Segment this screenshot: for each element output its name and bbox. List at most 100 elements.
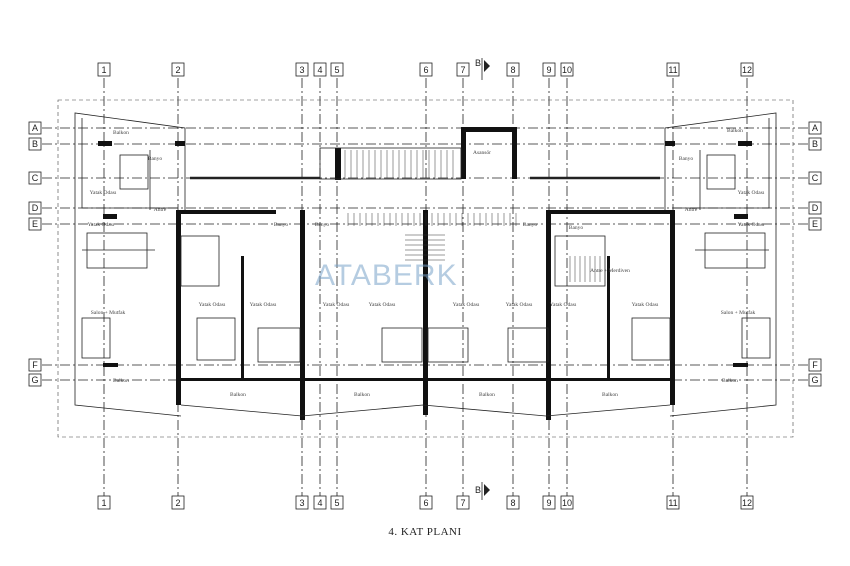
grid-bubble-row xyxy=(28,201,42,215)
grid-bubble-col xyxy=(506,62,520,77)
grid-col-label: 8 xyxy=(510,498,515,508)
grid-bubble-row xyxy=(808,171,822,185)
room-label: Balkon xyxy=(230,392,246,398)
grid-bubble-row xyxy=(808,358,822,372)
grid-row-label: E xyxy=(812,219,818,229)
grid-bubble-row xyxy=(808,201,822,215)
grid-bubble-col xyxy=(740,495,754,510)
grid-row-label: D xyxy=(32,203,39,213)
plan-title: 4. KAT PLANI xyxy=(388,526,462,538)
grid-col-label: 3 xyxy=(299,498,304,508)
grid-col-label: 5 xyxy=(334,498,339,508)
section-label-bottom: B xyxy=(475,485,481,495)
grid-bubble-col xyxy=(666,495,680,510)
grid-bubble-col xyxy=(506,495,520,510)
grid-row-label: F xyxy=(812,360,818,370)
grid-col-label: 5 xyxy=(334,65,339,75)
room-label: Yatak Odası xyxy=(506,302,533,308)
grid-bubble-col xyxy=(542,495,556,510)
grid-bubble-row xyxy=(808,217,822,231)
grid-col-label: 11 xyxy=(668,65,677,75)
grid-bubble-col xyxy=(97,62,111,77)
room-label: Balkon xyxy=(727,128,743,134)
grid-bubble-col xyxy=(666,62,680,77)
room-label: Balkon xyxy=(113,378,129,384)
grid-col-label: 6 xyxy=(423,65,428,75)
grid-row-label: A xyxy=(32,123,38,133)
grid-col-label: 4 xyxy=(317,65,322,75)
grid-col-label: 6 xyxy=(423,498,428,508)
grid-bubble-row xyxy=(808,137,822,151)
room-label: Banyo xyxy=(274,222,289,228)
staircase xyxy=(344,150,601,282)
grid-row-label: B xyxy=(32,139,38,149)
grid-col-label: 12 xyxy=(742,498,752,508)
grid-bubble-col xyxy=(171,495,185,510)
grid-col-label: 10 xyxy=(562,65,572,75)
grid-row-label: E xyxy=(32,219,38,229)
grid-bubble-row xyxy=(28,373,42,387)
room-label: Yatak Odası xyxy=(453,302,480,308)
room-label: Balkon xyxy=(113,130,129,136)
grid-row-label: C xyxy=(812,173,819,183)
room-label: Antre xyxy=(685,207,698,213)
grid-bubble-row xyxy=(28,217,42,231)
grid-bubble-row xyxy=(808,373,822,387)
room-label: Salon + Mutfak xyxy=(721,309,756,316)
room-label: Balkon xyxy=(354,392,370,398)
grid-row-label: G xyxy=(811,375,818,385)
room-label: Balkon xyxy=(722,378,738,384)
grid-row-label: B xyxy=(812,139,818,149)
grid-col-label: 9 xyxy=(546,65,551,75)
grid-col-label: 4 xyxy=(317,498,322,508)
room-label: Salon + Mutfak xyxy=(91,309,126,316)
room-label: Yatak Odası xyxy=(738,190,765,196)
grid-bubble-col xyxy=(313,495,327,510)
grid-bubble-row xyxy=(28,358,42,372)
grid-bubble-col xyxy=(456,62,470,77)
section-marker-bottom: B xyxy=(475,482,490,500)
grid-row-label: G xyxy=(31,375,38,385)
grid-row-label: F xyxy=(32,360,38,370)
grid-bubble-col xyxy=(419,62,433,77)
grid-col-label: 2 xyxy=(175,498,180,508)
grid-bubble-col xyxy=(560,62,574,77)
walls xyxy=(74,112,777,420)
grid-bubble-col xyxy=(171,62,185,77)
room-label: Balkon xyxy=(479,392,495,398)
grid-bubble-col xyxy=(419,495,433,510)
room-label: Yatak Odası xyxy=(550,302,577,308)
room-label: Banyo xyxy=(679,156,694,162)
room-label: Yatak Odası xyxy=(250,302,277,308)
grid-bubble-row xyxy=(28,137,42,151)
grid-row-label: D xyxy=(812,203,819,213)
grid-col-label: 9 xyxy=(546,498,551,508)
grid-col-label: 1 xyxy=(101,65,106,75)
grid-bubble-col xyxy=(97,495,111,510)
room-label: Banyo xyxy=(148,156,163,162)
room-label: Banyo xyxy=(315,222,330,228)
section-label-top: B xyxy=(475,58,481,68)
room-label: Yatak Odası xyxy=(323,302,350,308)
section-marker-top: B xyxy=(475,58,490,80)
grid-col-label: 2 xyxy=(175,65,180,75)
grid-bubble-col xyxy=(295,495,309,510)
room-label: Banyo xyxy=(523,222,538,228)
grid-bubble-row xyxy=(28,121,42,135)
grid-bubble-col xyxy=(560,495,574,510)
grid-col-label: 11 xyxy=(668,498,677,508)
grid-col-label: 3 xyxy=(299,65,304,75)
grid-row-label: C xyxy=(32,173,39,183)
grid-row-label: A xyxy=(812,123,818,133)
room-label: Yatak Odası xyxy=(90,190,117,196)
grid-bubble-col xyxy=(295,62,309,77)
grid-col-label: 8 xyxy=(510,65,515,75)
room-label: Antre xyxy=(154,207,167,213)
grid-col-label: 12 xyxy=(742,65,752,75)
grid-bubble-row xyxy=(28,171,42,185)
grid-col-label: 10 xyxy=(562,498,572,508)
room-label: Banyo xyxy=(569,225,584,231)
grid-col-label: 7 xyxy=(460,65,465,75)
grid-bubble-col xyxy=(740,62,754,77)
